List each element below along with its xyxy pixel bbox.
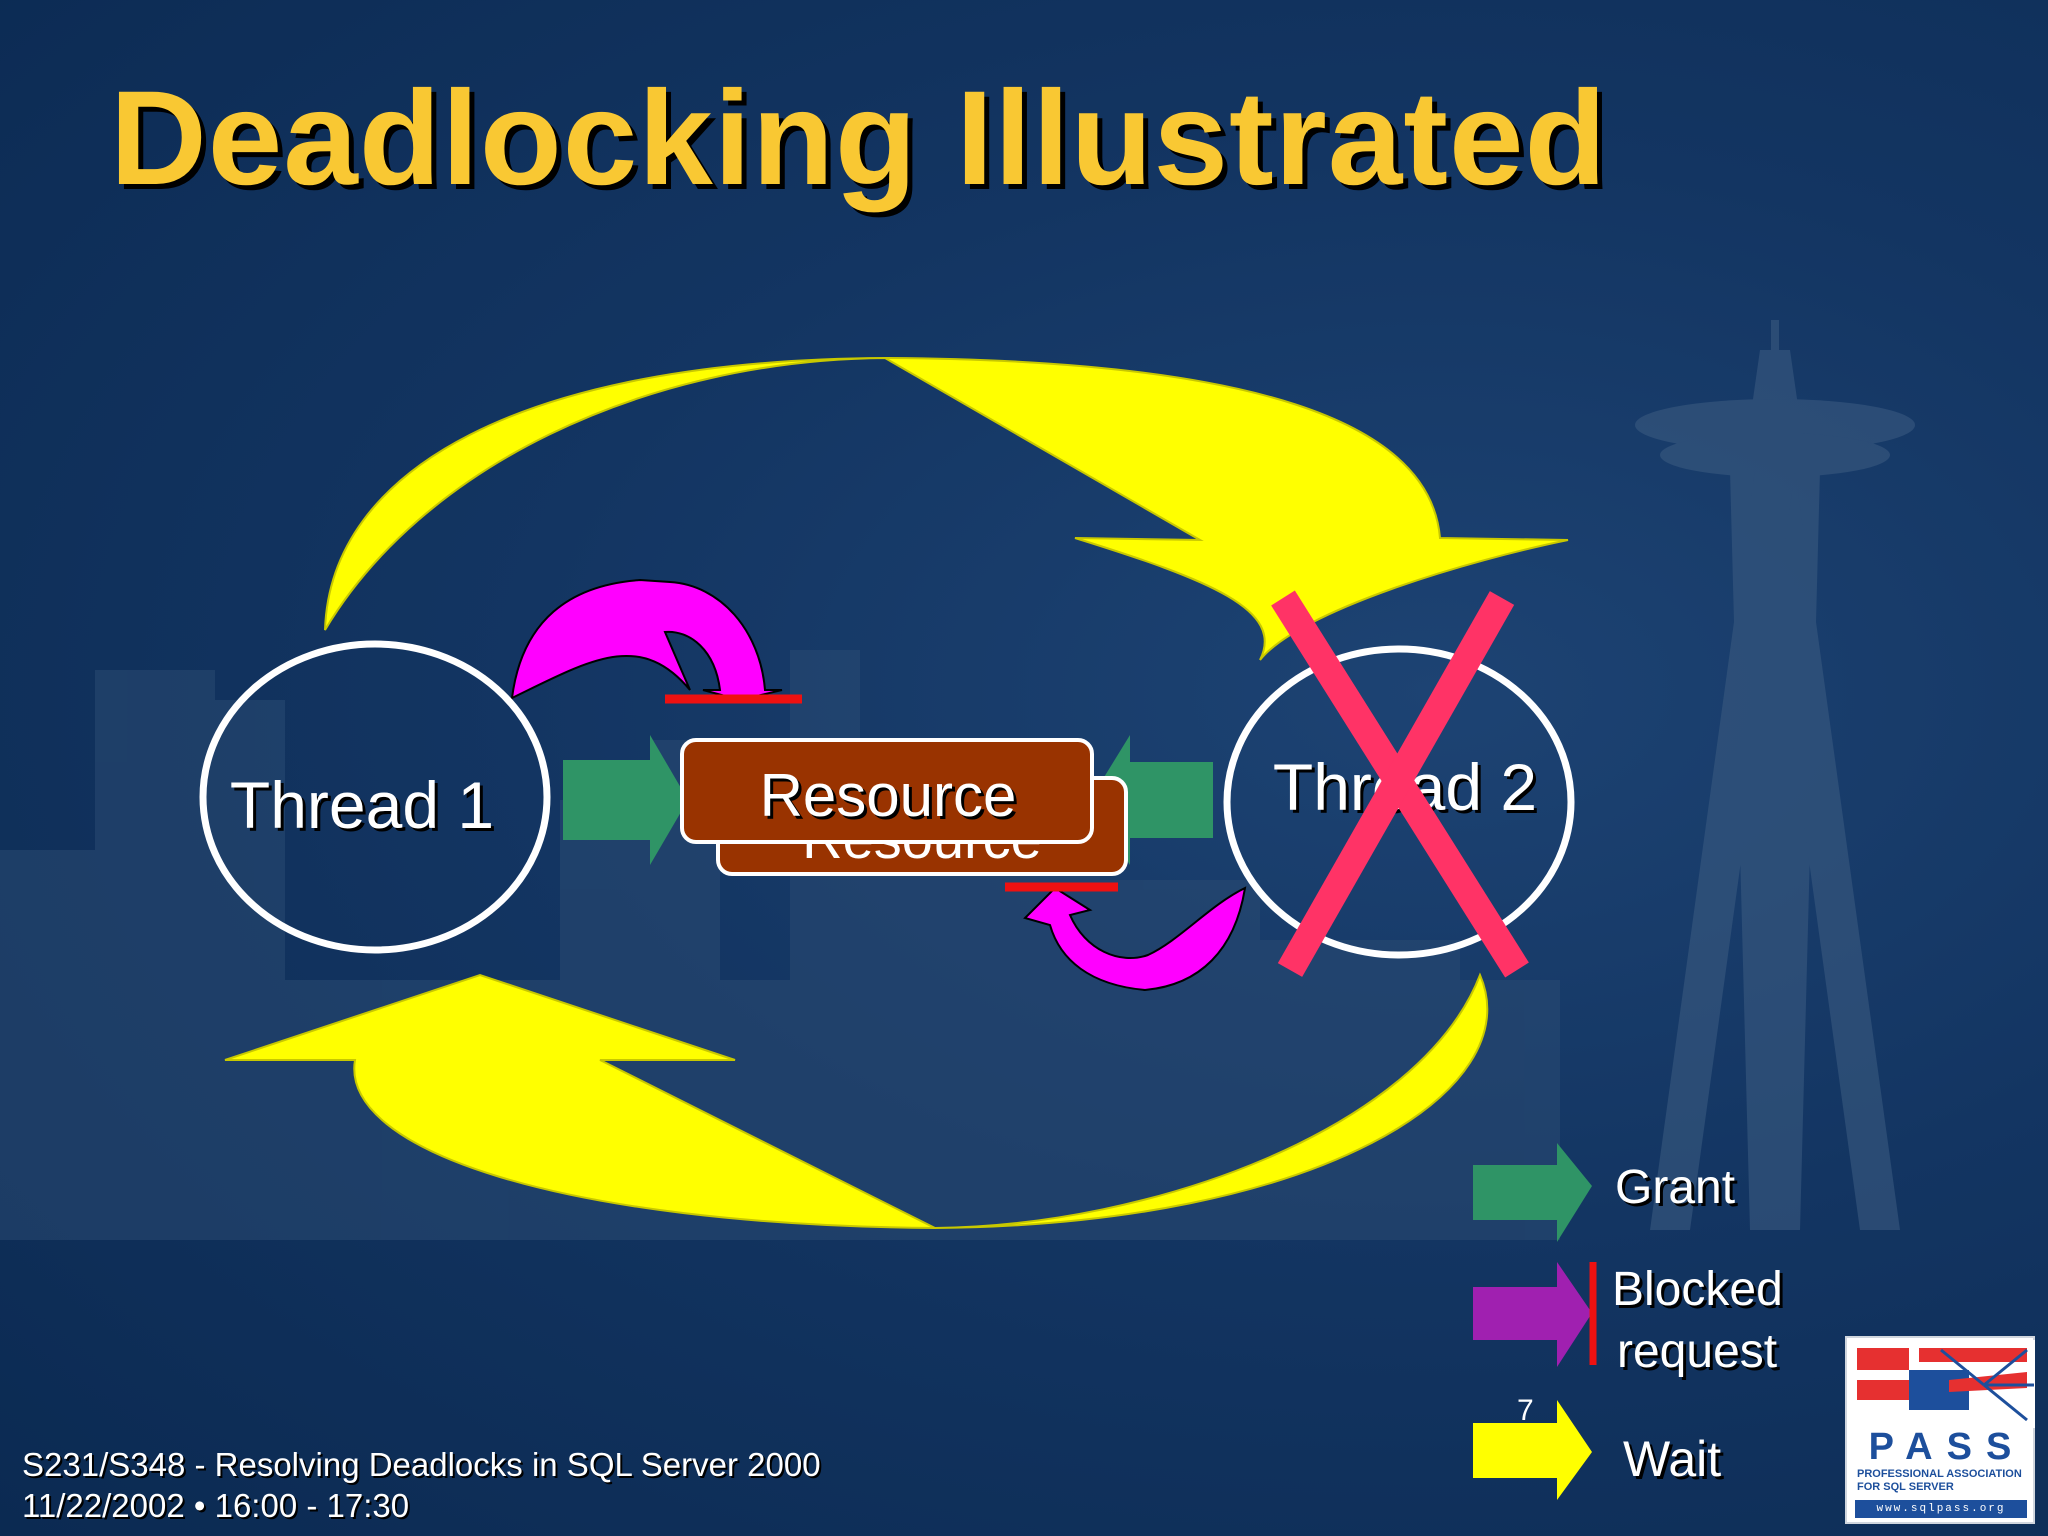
- pass-logo-flag-icon: [1849, 1340, 2035, 1428]
- footer: S231/S348 - Resolving Deadlocks in SQL S…: [22, 1444, 821, 1526]
- slide-title: Deadlocking Illustrated: [110, 64, 1608, 213]
- pass-logo-tagline: PROFESSIONAL ASSOCIATION FOR SQL SERVER: [1857, 1468, 2032, 1494]
- footer-session-title: S231/S348 - Resolving Deadlocks in SQL S…: [22, 1446, 821, 1483]
- blocked-arrow-thread1: [510, 578, 783, 702]
- wait-arrow-top: [324, 356, 1569, 661]
- pass-logo-tagline-line2: FOR SQL SERVER: [1857, 1481, 1954, 1493]
- legend-wait-icon: [1473, 1400, 1592, 1500]
- legend-wait-label: Wait: [1623, 1431, 1722, 1487]
- legend-grant-label: Grant: [1615, 1161, 1736, 1214]
- deadlock-victim-x: [1271, 590, 1529, 978]
- wait-arrow-bottom: [224, 972, 1489, 1230]
- footer-date-time: 11/22/2002 • 16:00 - 17:30: [22, 1487, 410, 1524]
- resource-box-front: Resource: [680, 738, 1094, 844]
- pass-logo-wordmark: PASS: [1868, 1426, 2026, 1468]
- legend-grant-icon: [1473, 1143, 1592, 1242]
- legend-blocked-icon: [1473, 1262, 1592, 1367]
- legend-blocked-label-line1: Blocked: [1612, 1263, 1783, 1316]
- thread1-label: Thread 1: [230, 768, 494, 842]
- thread1-node: Thread 1: [199, 640, 551, 954]
- pass-logo-tagline-line1: PROFESSIONAL ASSOCIATION: [1857, 1468, 2022, 1480]
- resource-front-label: Resource: [760, 762, 1017, 829]
- grant-arrow-thread1: [563, 735, 688, 865]
- legend-blocked-label-line2: request: [1617, 1325, 1778, 1378]
- blocked-arrow-thread2: [1023, 886, 1247, 992]
- pass-logo: PASS PROFESSIONAL ASSOCIATION FOR SQL SE…: [1845, 1336, 2035, 1524]
- page-number: 7: [1517, 1394, 1534, 1427]
- pass-logo-url: www.sqlpass.org: [1855, 1500, 2027, 1518]
